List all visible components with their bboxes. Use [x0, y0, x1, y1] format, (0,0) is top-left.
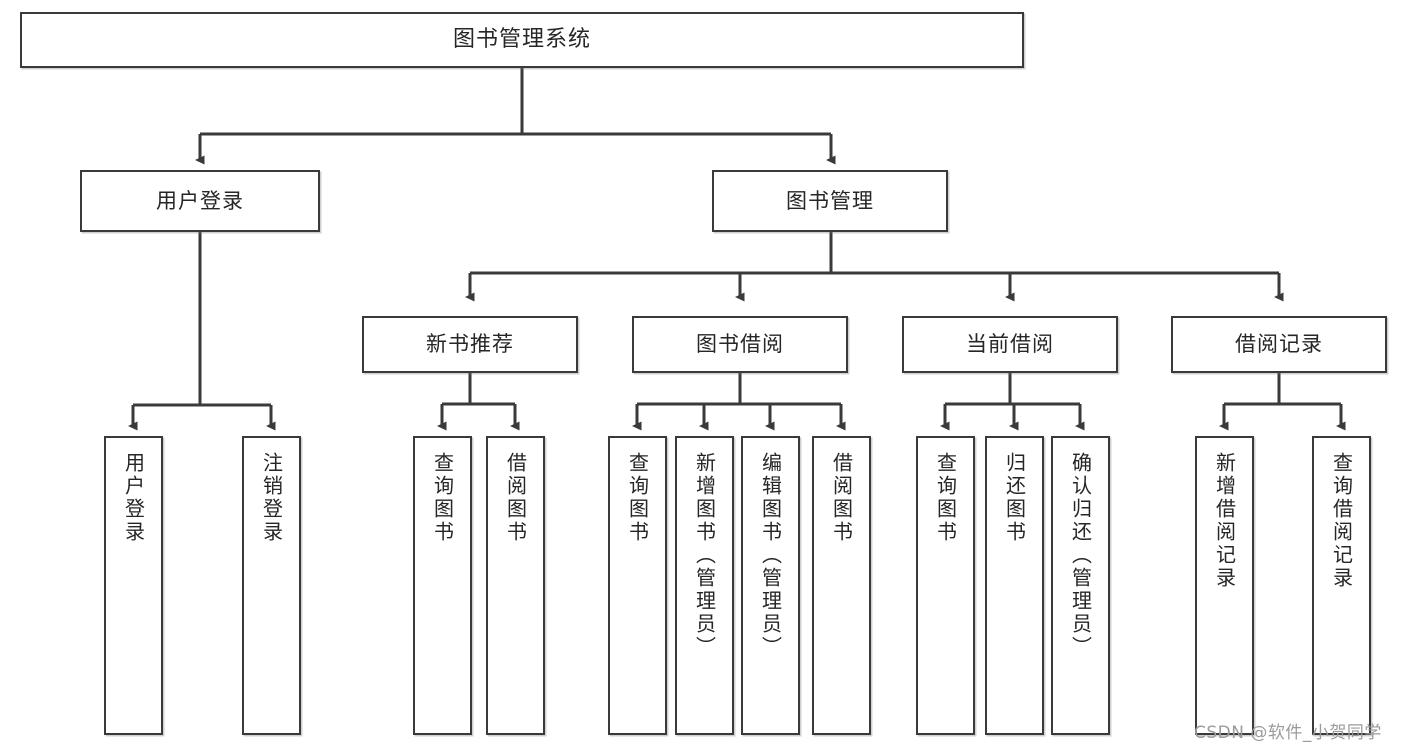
leaf-book-borrow-edit[interactable]: 编辑图书（管理员） — [741, 436, 800, 735]
leaf-book-borrow-add[interactable]: 新增图书（管理员） — [675, 436, 734, 735]
node-label: 归还图书 — [1002, 452, 1027, 544]
leaf-user-login-logout[interactable]: 注销登录 — [242, 436, 301, 735]
leaf-current-borrow-confirm-return[interactable]: 确认归还（管理员） — [1051, 436, 1110, 735]
leaf-current-borrow-query[interactable]: 查询图书 — [916, 436, 975, 735]
leaf-borrow-record-add[interactable]: 新增借阅记录 — [1195, 436, 1254, 735]
node-book-borrow[interactable]: 图书借阅 — [632, 316, 848, 373]
node-book-management[interactable]: 图书管理 — [712, 170, 948, 232]
leaf-new-book-query[interactable]: 查询图书 — [413, 436, 472, 735]
leaf-borrow-record-query[interactable]: 查询借阅记录 — [1312, 436, 1371, 735]
leaf-user-login-login[interactable]: 用户登录 — [104, 436, 163, 735]
node-label: 借阅图书 — [829, 452, 854, 544]
node-label: 图书管理 — [786, 188, 874, 213]
node-new-book-recommend[interactable]: 新书推荐 — [362, 316, 578, 373]
node-label: 编辑图书（管理员） — [758, 452, 783, 659]
leaf-book-borrow-query[interactable]: 查询图书 — [608, 436, 667, 735]
leaf-book-borrow-borrow[interactable]: 借阅图书 — [812, 436, 871, 735]
node-label: 用户登录 — [156, 188, 244, 213]
node-label: 查询图书 — [625, 452, 650, 544]
csdn-watermark: CSDN @软件_小贺同学 — [1194, 723, 1382, 743]
node-label: 查询借阅记录 — [1329, 452, 1354, 590]
node-label: 新书推荐 — [426, 332, 514, 357]
node-label: 借阅记录 — [1235, 332, 1323, 357]
node-label: 确认归还（管理员） — [1068, 452, 1093, 659]
node-borrow-record[interactable]: 借阅记录 — [1171, 316, 1387, 373]
node-label: 新增图书（管理员） — [692, 452, 717, 659]
node-label: 当前借阅 — [966, 332, 1054, 357]
node-label: 查询图书 — [430, 452, 455, 544]
node-label: 用户登录 — [121, 452, 146, 544]
node-label: 注销登录 — [259, 452, 284, 544]
node-label: 新增借阅记录 — [1212, 452, 1237, 590]
leaf-new-book-borrow[interactable]: 借阅图书 — [486, 436, 545, 735]
leaf-current-borrow-return[interactable]: 归还图书 — [985, 436, 1044, 735]
node-user-login[interactable]: 用户登录 — [80, 170, 320, 232]
node-root-library-system[interactable]: 图书管理系统 — [20, 12, 1024, 68]
node-label: 图书借阅 — [696, 332, 784, 357]
node-label: 查询图书 — [933, 452, 958, 544]
node-label: 图书管理系统 — [452, 27, 591, 53]
node-current-borrow[interactable]: 当前借阅 — [902, 316, 1118, 373]
node-label: 借阅图书 — [503, 452, 528, 544]
